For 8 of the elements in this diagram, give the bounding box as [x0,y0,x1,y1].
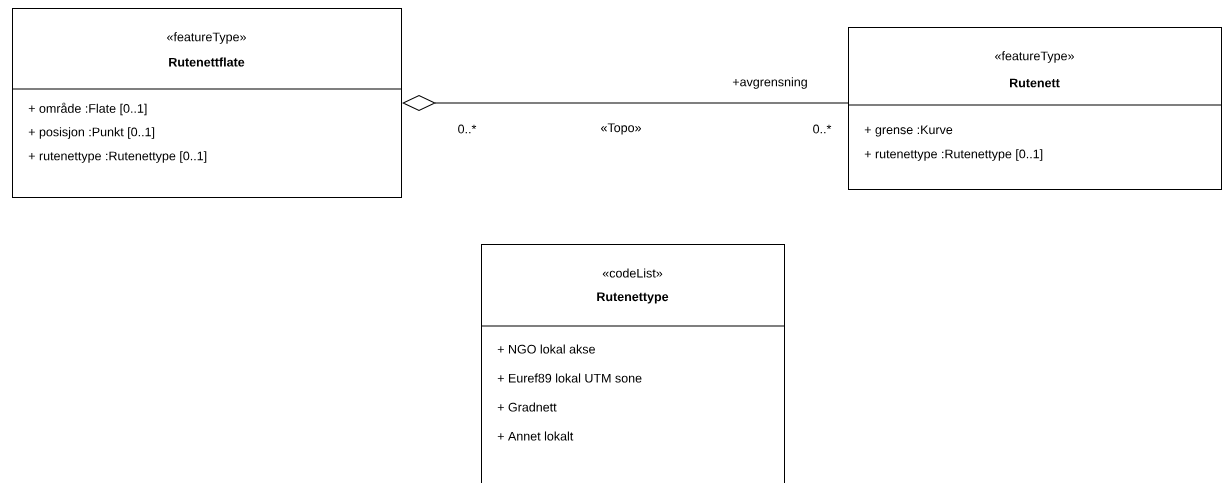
role-label: +avgrensning [732,77,807,89]
class-box: «featureType» Rutenettflate + område :Flate [0..1] + posisjon :Punkt [0..1] + rutenettype :Rutenettype [0..1] [11,8,402,198]
multiplicity-label: 0..* [458,124,477,134]
class-box: «codeList» Rutenettype + NGO lokal akse + Euref89 lokal UTM sone + Gradnett + Annet lokalt [480,244,785,483]
association-line [402,95,849,111]
class-box: «featureType» Rutenett + grense :Kurve + rutenettype :Rutenettype [0..1] [847,27,1222,190]
multiplicity-label: 0..* [813,124,832,134]
edge-label: «Topo» [601,123,641,135]
